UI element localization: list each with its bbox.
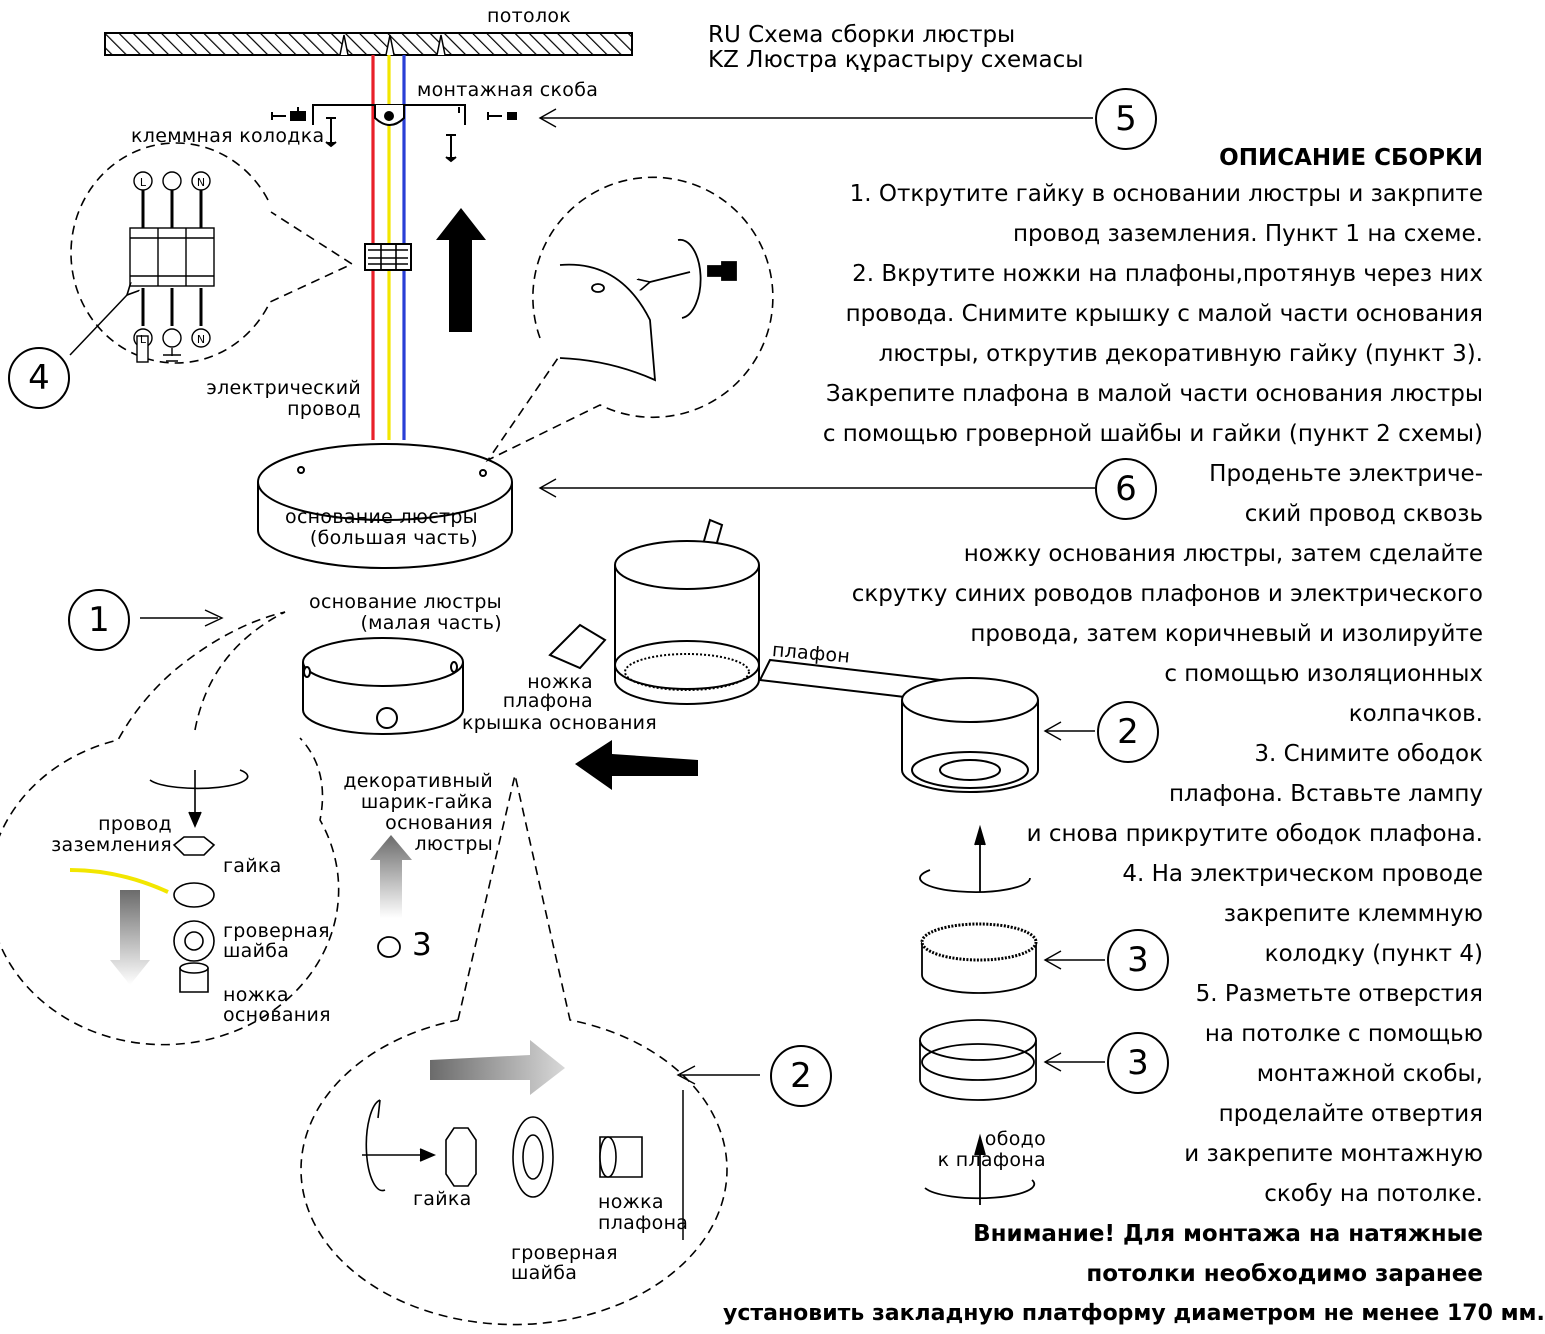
terminal-block	[364, 243, 412, 271]
warning-line: установить закладную платформу диаметром…	[723, 1301, 1545, 1326]
up-arrow-gray	[370, 835, 412, 918]
label-mounting-bracket: монтажная скоба	[417, 79, 599, 101]
ceiling	[104, 32, 633, 56]
description-line: монтажной скобы,	[1256, 1061, 1483, 1087]
description-line: колпачков.	[1348, 701, 1483, 727]
lamp-fixing-bubble	[300, 774, 728, 1326]
description-line: с помощью гроверной шайбы и гайки (пункт…	[822, 421, 1483, 447]
description-line: плафона. Вставьте лампу	[1168, 781, 1483, 807]
mounting-bracket	[271, 104, 517, 163]
callout-2-bottom: 2	[770, 1045, 832, 1107]
callout-5: 5	[1095, 88, 1157, 150]
description-line: провода, затем коричневый и изолируйте	[970, 621, 1483, 647]
description-line: провод заземления. Пункт 1 на схеме.	[1012, 221, 1483, 247]
callout-3-top: 3	[1107, 929, 1169, 991]
ground-detail-bubble	[0, 611, 340, 1046]
warning-line: Внимание! Для монтажа на натяжные	[973, 1221, 1483, 1247]
callout-2-bottom-leader	[676, 1065, 760, 1085]
warning-line: потолки необходимо заранее	[1086, 1261, 1483, 1287]
label-ceiling: потолок	[487, 5, 572, 27]
description-line: скобу на потолке.	[1264, 1181, 1483, 1207]
label-nut: гайка	[223, 855, 282, 877]
description-line: и закрепите монтажную	[1184, 1141, 1483, 1167]
callout-4: 4	[8, 347, 70, 409]
lampshade-assembly	[548, 518, 1039, 793]
terminal-letter-n-bottom: N	[197, 333, 205, 346]
label-terminal-block: клеммная колодка	[131, 125, 325, 147]
terminal-detail-bubble	[70, 142, 354, 364]
title-ru: RU Схема сборки люстры	[708, 22, 1016, 48]
description-line: Закрепите плафона в малой части основани…	[825, 381, 1483, 407]
description-heading: ОПИСАНИЕ СБОРКИ	[1219, 145, 1483, 171]
callout-1: 1	[68, 589, 130, 651]
description-line: 5. Разметьте отверстия	[1195, 981, 1483, 1007]
callout-2-right: 2	[1097, 701, 1159, 763]
description-line: с помощью изоляционных	[1164, 661, 1483, 687]
rim-parts	[919, 824, 1038, 1205]
description-line: провода. Снимите крышку с малой части ос…	[845, 301, 1483, 327]
callout-3-bottom: 3	[1107, 1032, 1169, 1094]
description-line: 4. На электрическом проводе	[1122, 861, 1483, 887]
description-line: и снова прикрутите ободок плафона.	[1026, 821, 1483, 847]
description-line: ножку основания люстры, затем сделайте	[963, 541, 1483, 567]
terminal-letter-l: L	[140, 176, 147, 189]
callout-4-leader	[69, 295, 127, 356]
lamp-fixing-drawing	[362, 1040, 643, 1198]
label-nut-2: гайка	[413, 1188, 472, 1210]
base-large-part	[257, 443, 513, 569]
terminal-letter-l-bottom: L	[140, 333, 147, 346]
description-line: колодку (пункт 4)	[1264, 941, 1483, 967]
description-line: люстры, открутив декоративную гайку (пун…	[878, 341, 1483, 367]
title-kz: KZ Люстра құрастыру схемасы	[708, 47, 1084, 73]
label-base-cover: крышка основания	[462, 712, 658, 734]
terminal-letter-n: N	[197, 176, 205, 189]
leg-detail-bubble	[485, 176, 774, 463]
terminal-detail-drawing	[129, 171, 215, 363]
description-line: ский провод сквозь	[1244, 501, 1483, 527]
callout-leaders	[538, 108, 1105, 1072]
description-line: проделайте отвертия	[1218, 1101, 1483, 1127]
assembly-description: ОПИСАНИЕ СБОРКИ 1. Открутите гайку в осн…	[723, 138, 1545, 1334]
description-line: на потолке с помощью	[1204, 1021, 1483, 1047]
leg-detail-drawing	[559, 238, 737, 382]
up-arrow-black	[436, 208, 486, 332]
ground-detail-drawing	[69, 769, 249, 993]
label-base-small: основание люстры(малая часть)	[309, 591, 502, 634]
description-line: Проденьте электриче-	[1209, 461, 1483, 487]
label-step-3: 3	[412, 927, 432, 963]
decorative-nut	[377, 936, 401, 958]
description-line: 1. Открутите гайку в основании люстры и …	[849, 181, 1483, 207]
description-line: закрепите клеммную	[1223, 901, 1483, 927]
description-line: 2. Вкрутите ножки на плафоны,протянув че…	[852, 261, 1483, 287]
left-arrow-black	[575, 740, 698, 790]
description-line: 3. Снимите ободок	[1254, 741, 1483, 767]
callout-6: 6	[1095, 458, 1157, 520]
description-line: скрутку синих роводов плафонов и электри…	[851, 581, 1483, 607]
label-base-large: основание люстры(большая часть)	[285, 506, 478, 549]
callout-1-leader-head	[204, 609, 224, 627]
assembly-diagram: L N L N	[0, 32, 1105, 1326]
base-small-part	[302, 637, 464, 735]
